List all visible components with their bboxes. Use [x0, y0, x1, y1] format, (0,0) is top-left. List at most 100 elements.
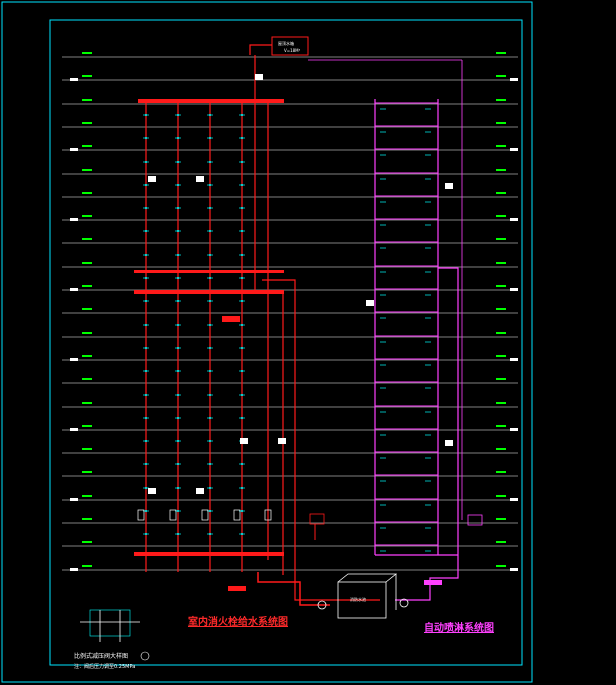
tank-outlet-pipe — [249, 44, 272, 55]
fire-pump — [317, 600, 327, 610]
hydrant-node — [241, 347, 243, 349]
detail-title: 比例式减压阀大样图 — [74, 653, 129, 660]
level-mark-right — [496, 192, 506, 194]
fire-system-title: 室内消火栓给水系统图 — [188, 617, 288, 628]
riser-tag — [240, 438, 248, 444]
hydrant-node — [177, 184, 179, 186]
sprinkler-tag — [445, 183, 453, 189]
level-mark-left — [82, 402, 92, 404]
level-mark-left — [82, 495, 92, 497]
hydrant-node — [209, 324, 211, 326]
fire-hydrant-system — [134, 36, 380, 606]
hydrant-node — [209, 254, 211, 256]
level-mark-left — [82, 471, 92, 473]
level-mark-left — [82, 425, 92, 427]
level-mark-left — [82, 169, 92, 171]
riser-tag — [196, 488, 204, 494]
hydrant-node — [145, 533, 147, 535]
rooftop-tank-label: 屋顶水箱 — [278, 41, 294, 46]
elevation-tag-right — [510, 218, 518, 221]
hydrant-node — [145, 463, 147, 465]
bottom-ring-main — [134, 552, 284, 556]
hydrant-node — [241, 394, 243, 396]
hydrant-node — [177, 487, 179, 489]
elevation-tag-right — [510, 498, 518, 501]
elevation-tag-right — [510, 288, 518, 291]
level-mark-right — [496, 122, 506, 124]
hydrant-node — [209, 394, 211, 396]
pressure-reducing-valve-1 — [222, 316, 240, 322]
hydrant-node — [209, 277, 211, 279]
level-mark-right — [496, 355, 506, 357]
level-mark-right — [496, 332, 506, 334]
top-ring-main — [138, 99, 284, 103]
elevation-tag-right — [510, 428, 518, 431]
level-mark-left — [82, 52, 92, 54]
bottom-feed-pipe — [257, 572, 330, 606]
hydrant-node — [177, 370, 179, 372]
hydrant-node — [145, 230, 147, 232]
sprinkler-pump — [399, 598, 409, 608]
level-mark-right — [496, 425, 506, 427]
level-mark-right — [496, 215, 506, 217]
hydrant-box — [264, 509, 272, 521]
hydrant-node — [209, 417, 211, 419]
level-mark-right — [496, 145, 506, 147]
level-mark-right — [496, 378, 506, 380]
sprinkler-pump-feed — [395, 555, 459, 601]
hydrant-node — [241, 277, 243, 279]
level-mark-right — [496, 448, 506, 450]
hydrant-node — [241, 207, 243, 209]
hydrant-node — [145, 207, 147, 209]
riser-tag — [148, 176, 156, 182]
level-mark-right — [496, 471, 506, 473]
inner-frame — [49, 19, 523, 666]
hydrant-node — [177, 394, 179, 396]
hydrant-node — [209, 347, 211, 349]
level-mark-left — [82, 215, 92, 217]
supply-main-to-pump — [262, 279, 380, 601]
hydrant-node — [177, 347, 179, 349]
fire-pool — [337, 581, 387, 619]
hydrant-node — [177, 137, 179, 139]
sprinkler-system-title: 自动喷淋系统图 — [424, 623, 494, 634]
level-mark-left — [82, 145, 92, 147]
level-mark-left — [82, 122, 92, 124]
hydrant-node — [209, 533, 211, 535]
fire-pool-label: 消防水池 — [350, 597, 366, 602]
level-mark-left — [82, 308, 92, 310]
level-mark-left — [82, 262, 92, 264]
level-mark-left — [82, 75, 92, 77]
hydrant-node — [145, 440, 147, 442]
sprinkler-tag — [366, 300, 374, 306]
valve-cluster — [309, 513, 325, 525]
hydrant-node — [145, 254, 147, 256]
level-mark-left — [82, 378, 92, 380]
elevation-tag-left — [70, 568, 78, 571]
hydrant-node — [145, 417, 147, 419]
hydrant-node — [241, 510, 243, 512]
level-mark-left — [82, 192, 92, 194]
hydrant-node — [145, 510, 147, 512]
level-mark-right — [496, 495, 506, 497]
elevation-tag-left — [70, 218, 78, 221]
level-mark-right — [496, 402, 506, 404]
detail-reference-circle — [140, 651, 150, 661]
hydrant-node — [145, 161, 147, 163]
hydrant-node — [241, 254, 243, 256]
riser-tag — [255, 74, 263, 80]
hydrant-node — [177, 463, 179, 465]
hydrant-box — [233, 509, 241, 521]
hydrant-box — [201, 509, 209, 521]
level-mark-right — [496, 285, 506, 287]
hydrant-node — [209, 207, 211, 209]
hydrant-node — [145, 184, 147, 186]
hydrant-node — [177, 300, 179, 302]
level-mark-left — [82, 285, 92, 287]
elevation-tag-left — [70, 78, 78, 81]
rooftop-tank-volume: V=18M³ — [284, 48, 301, 53]
elevation-tag-left — [70, 288, 78, 291]
hydrant-node — [145, 347, 147, 349]
elevation-tag-right — [510, 358, 518, 361]
